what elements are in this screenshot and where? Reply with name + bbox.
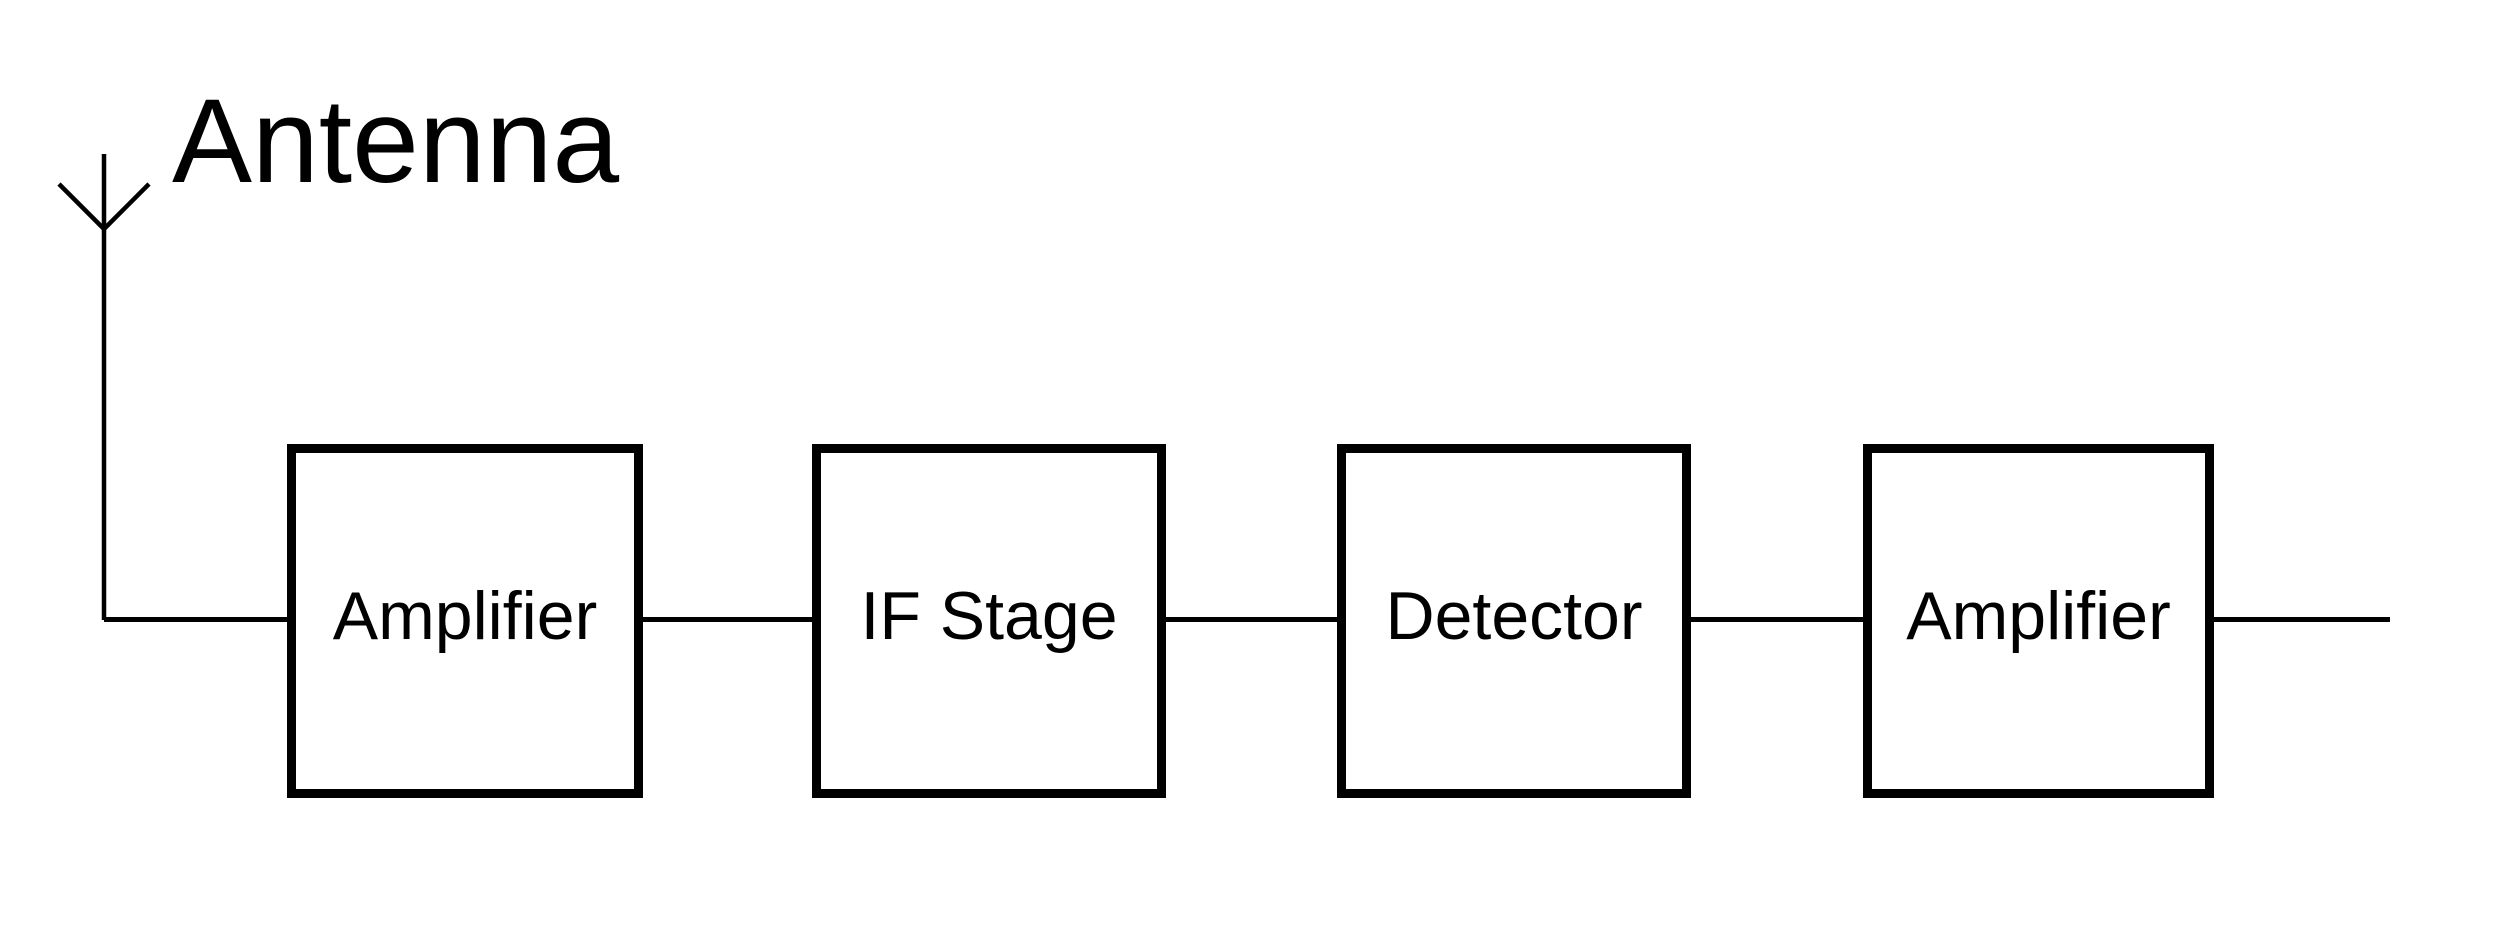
block-label: IF Stage (860, 578, 1118, 654)
antenna-label: Antenna (172, 74, 620, 208)
block-if-stage: IF Stage (812, 444, 1166, 798)
block-label: Amplifier (1906, 578, 2171, 654)
block-detector: Detector (1337, 444, 1691, 798)
antenna-icon (57, 154, 151, 620)
antenna-arm-right (102, 182, 151, 231)
antenna-arm-left (57, 182, 106, 231)
block-rf-amplifier: Amplifier (287, 444, 643, 798)
block-label: Amplifier (332, 578, 598, 654)
block-audio-amplifier: Amplifier (1863, 444, 2214, 798)
block-label: Detector (1385, 578, 1643, 654)
